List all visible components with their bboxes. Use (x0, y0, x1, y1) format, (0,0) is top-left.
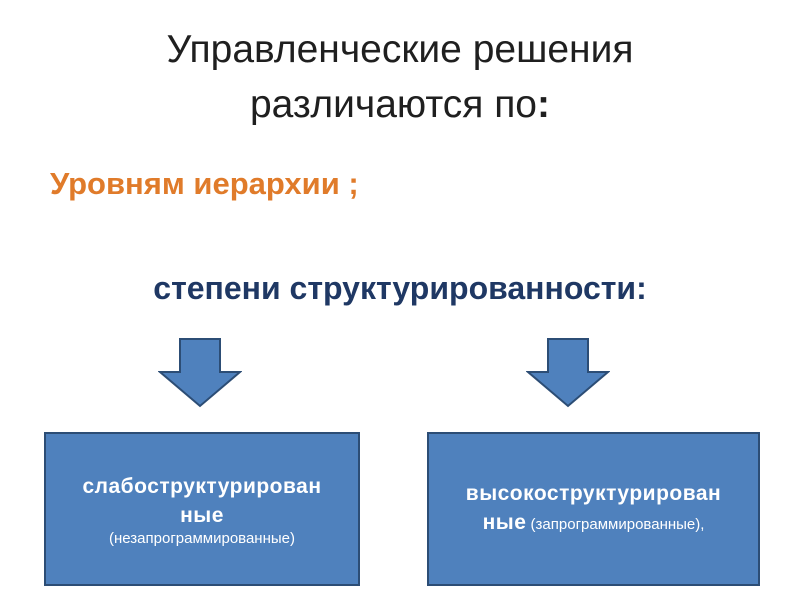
highly-structured-title: высокоструктурирован ные (запрограммиров… (466, 479, 721, 539)
weakly-structured-title-line1: слабоструктурирован (82, 474, 322, 498)
structure-label: степени структурированности: (153, 270, 647, 306)
down-arrow-icon (526, 338, 610, 408)
highly-structured-note: (запрограммированные), (526, 516, 705, 533)
highly-structured-box: высокоструктурирован ные (запрограммиров… (427, 432, 760, 586)
slide-title-line1: Управленческие решения (166, 28, 634, 71)
weakly-structured-title: слабоструктурирован ные (82, 472, 321, 530)
weakly-structured-note: (незапрограммированные) (109, 529, 295, 547)
slide-title-colon: : (537, 83, 550, 126)
highly-structured-title-line1: высокоструктурирован (465, 482, 722, 505)
weakly-structured-box: слабоструктурирован ные (незапрограммиро… (44, 432, 360, 586)
slide-title-line2-text: различаются по (249, 83, 537, 126)
hierarchy-label: Уровням иерархии ; (50, 166, 359, 201)
highly-structured-title-line2-text: ные (482, 511, 527, 534)
highly-structured-title-line2: ные (запрограммированные), (466, 508, 721, 539)
slide-title: Управленческие решения различаются по: (0, 22, 800, 132)
slide-title-line2: различаются по: (0, 77, 800, 132)
down-arrow-icon (158, 338, 242, 408)
weakly-structured-title-line2: ные (180, 503, 224, 527)
